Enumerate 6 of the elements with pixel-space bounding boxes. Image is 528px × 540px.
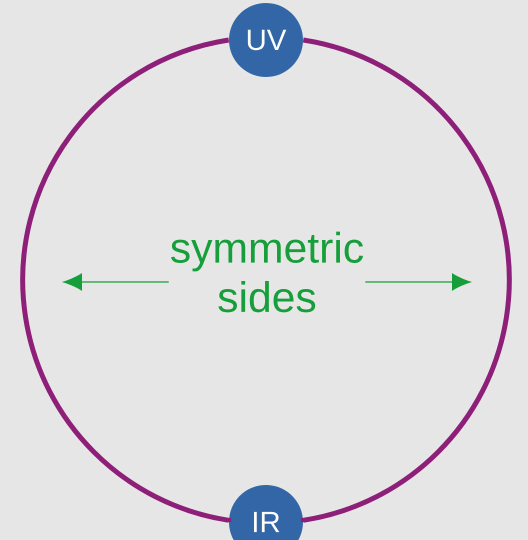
label-disc: UV — [229, 3, 303, 77]
arrow — [365, 274, 470, 290]
ring-arc — [300, 38, 512, 524]
arrow — [63, 274, 169, 290]
center-text: symmetric sides — [171, 232, 364, 312]
ring-arc — [20, 38, 232, 524]
